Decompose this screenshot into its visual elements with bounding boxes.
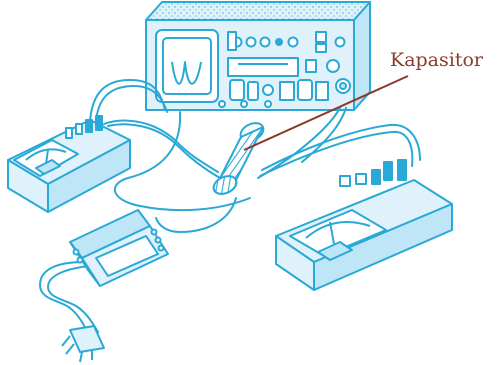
oscilloscope-screen (156, 30, 218, 102)
right-meter (276, 160, 452, 290)
oscilloscope (146, 2, 370, 110)
capacitor (211, 120, 267, 198)
power-supply-box (70, 210, 168, 286)
left-meter (8, 116, 130, 212)
right-meter-terminals (340, 160, 406, 186)
capacitor-label: Kapasitor (390, 49, 484, 71)
